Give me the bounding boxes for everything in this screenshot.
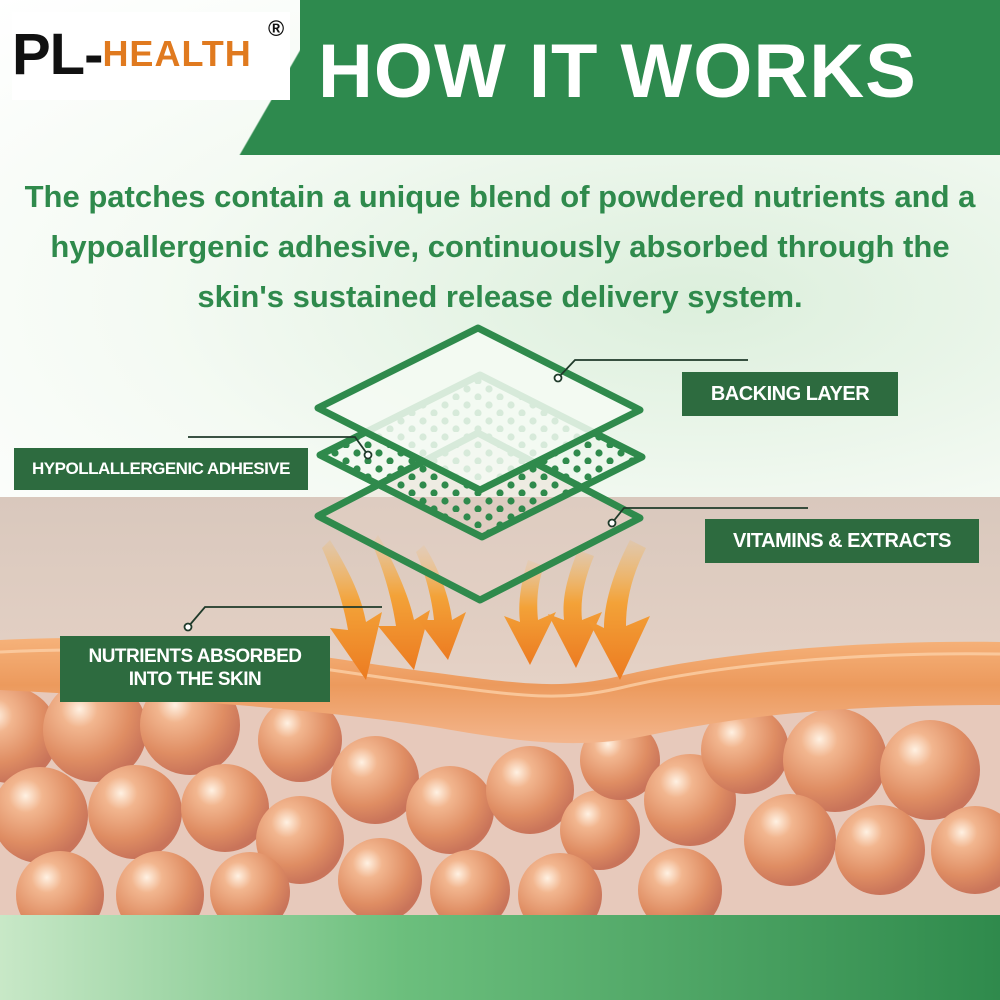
label-nutrients-line1: NUTRIENTS ABSORBED	[88, 646, 302, 668]
patch-layer-icon	[314, 324, 646, 604]
logo-mark-name: HEALTH	[102, 33, 252, 74]
label-backing-layer: BACKING LAYER	[682, 372, 898, 416]
label-nutrients-absorbed: NUTRIENTS ABSORBED INTO THE SKIN	[60, 636, 330, 702]
label-vitamins-extracts: VITAMINS & EXTRACTS	[705, 519, 979, 563]
intro-paragraph: The patches contain a unique blend of po…	[24, 179, 976, 314]
skin-cell-icon	[0, 690, 1000, 915]
registered-icon: ®	[268, 16, 285, 41]
background-bottom-strip	[0, 915, 1000, 1000]
brand-logo: PL-HEALTH ®	[12, 12, 290, 100]
label-nutrients-line2: INTO THE SKIN	[128, 669, 262, 690]
leader-lines	[187, 359, 808, 628]
label-adhesive: HYPOLLALLERGENIC ADHESIVE	[14, 448, 308, 490]
leader-dots	[183, 373, 617, 632]
page-title: HOW IT WORKS	[318, 29, 917, 114]
logo-wordmark: PL-HEALTH	[12, 26, 252, 84]
logo-mark-prefix: PL-	[12, 22, 103, 87]
